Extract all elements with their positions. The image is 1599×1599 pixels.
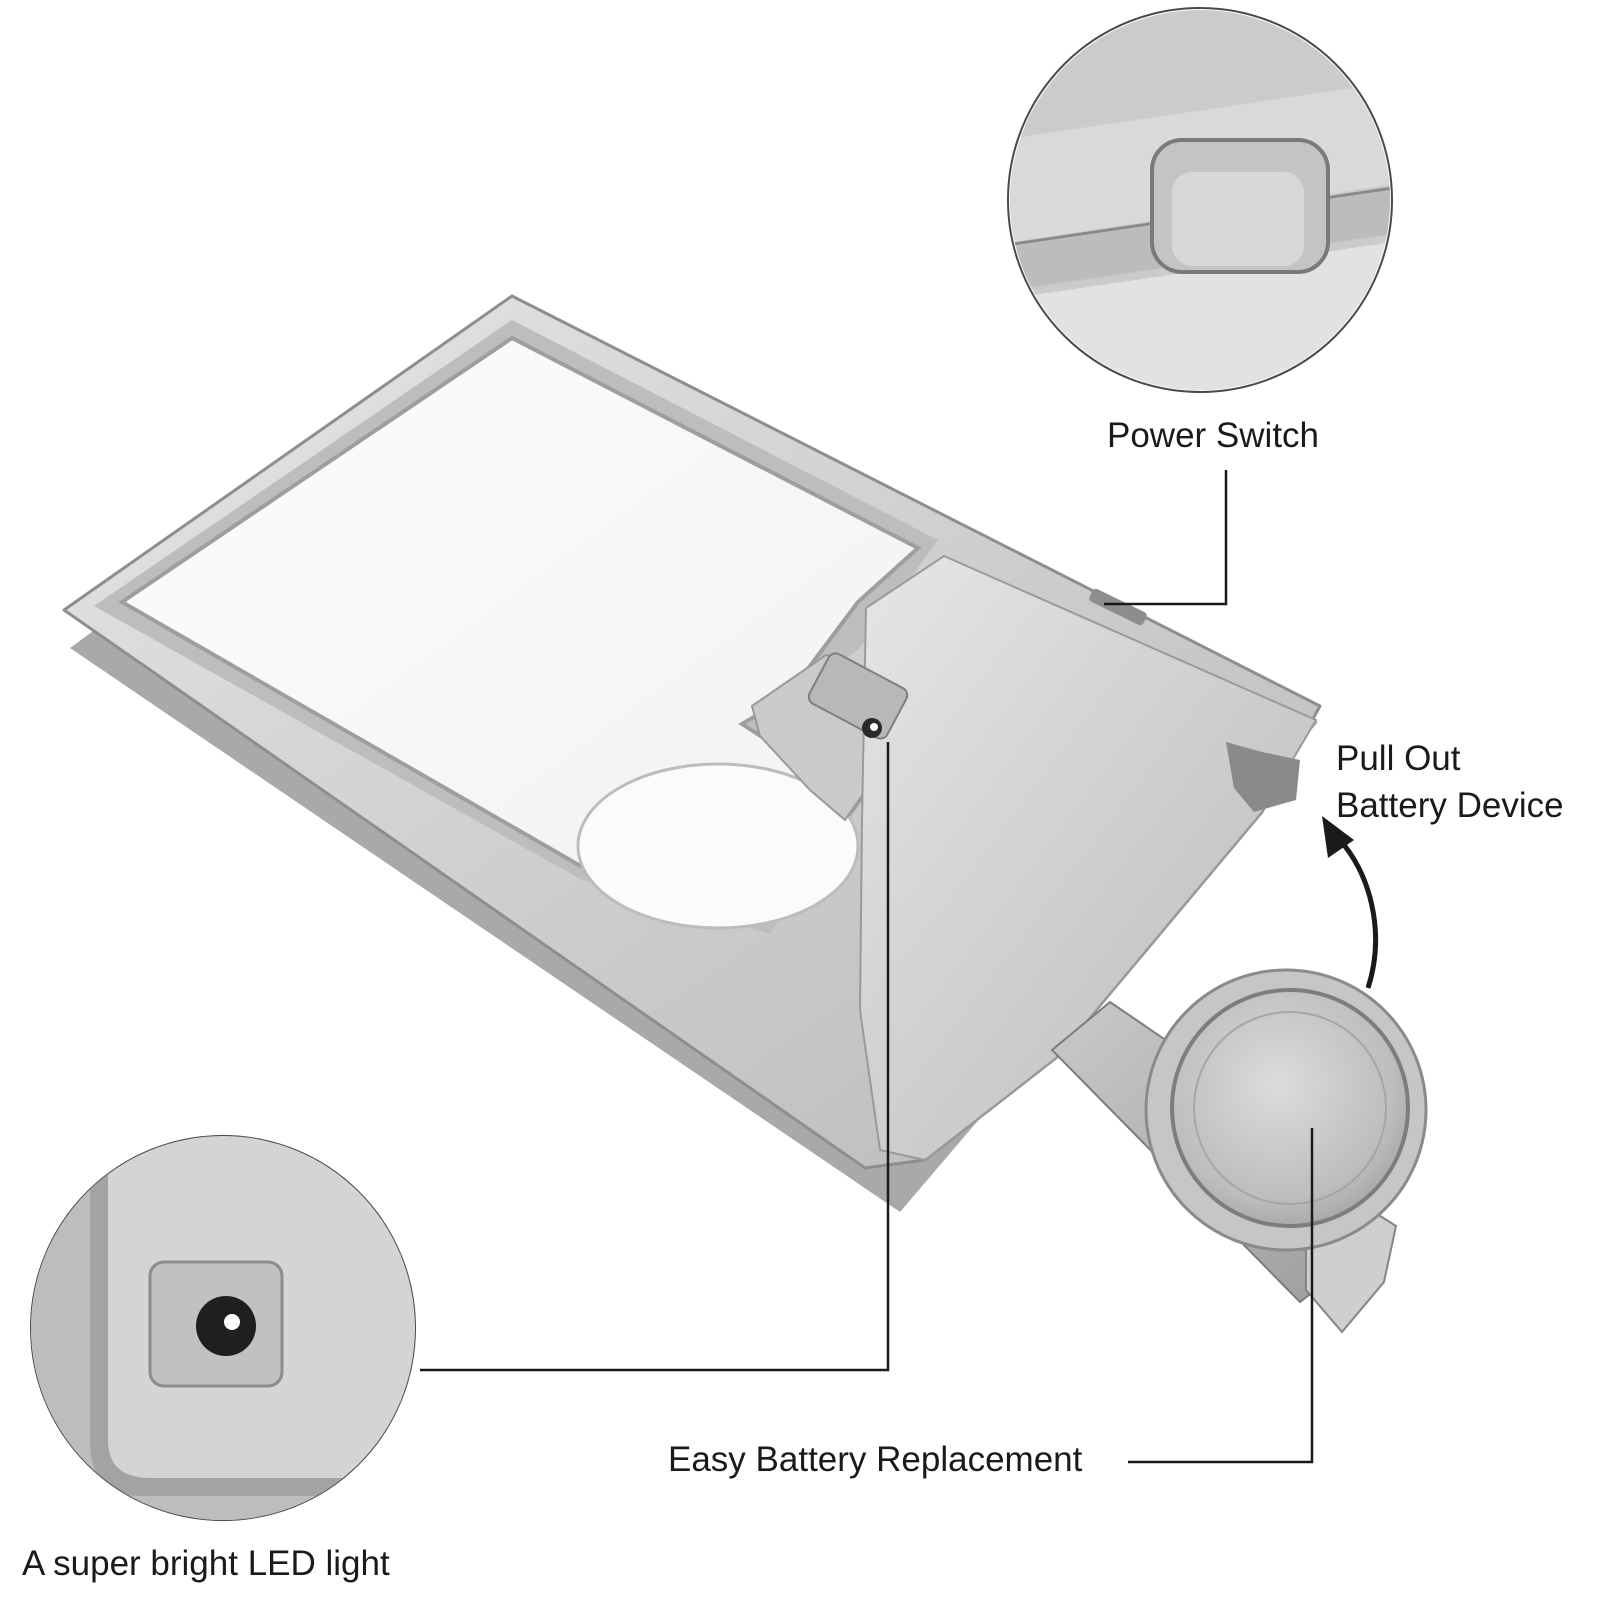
magnifier-body: [62, 294, 1322, 1212]
leader-lines: [420, 470, 1314, 1464]
pull-out-arrow: [1322, 816, 1378, 989]
led-socket: [807, 652, 909, 740]
arrow-head: [1322, 816, 1354, 858]
easy-battery-label: Easy Battery Replacement: [668, 1440, 1083, 1479]
power-switch-slot: [1089, 588, 1147, 626]
coin-battery-rim: [1193, 1011, 1387, 1205]
round-lens: [576, 762, 860, 930]
arrow-shaft: [1336, 836, 1378, 989]
pull-out-label-line2: Battery Device: [1336, 786, 1564, 826]
led-zoom-emitter: [224, 1314, 240, 1330]
battery-tray: [1050, 968, 1428, 1334]
leader-power-switch: [1104, 470, 1228, 606]
pull-out-label-line1: Pull Out: [1336, 739, 1461, 778]
battery-slot-opening: [1226, 742, 1300, 812]
led-zoom: [30, 1135, 416, 1521]
coin-battery: [1170, 988, 1410, 1228]
led-light-label: A super bright LED light: [22, 1544, 390, 1583]
led-emitter: [870, 723, 878, 731]
power-switch-zoom: [1007, 7, 1393, 393]
leader-led: [420, 742, 890, 1372]
power-switch-label: Power Switch: [1107, 416, 1320, 455]
battery-panel: [858, 554, 1318, 1162]
pull-out-battery-label: Pull Out Battery Device: [1336, 735, 1564, 830]
leader-battery: [1128, 1128, 1314, 1464]
